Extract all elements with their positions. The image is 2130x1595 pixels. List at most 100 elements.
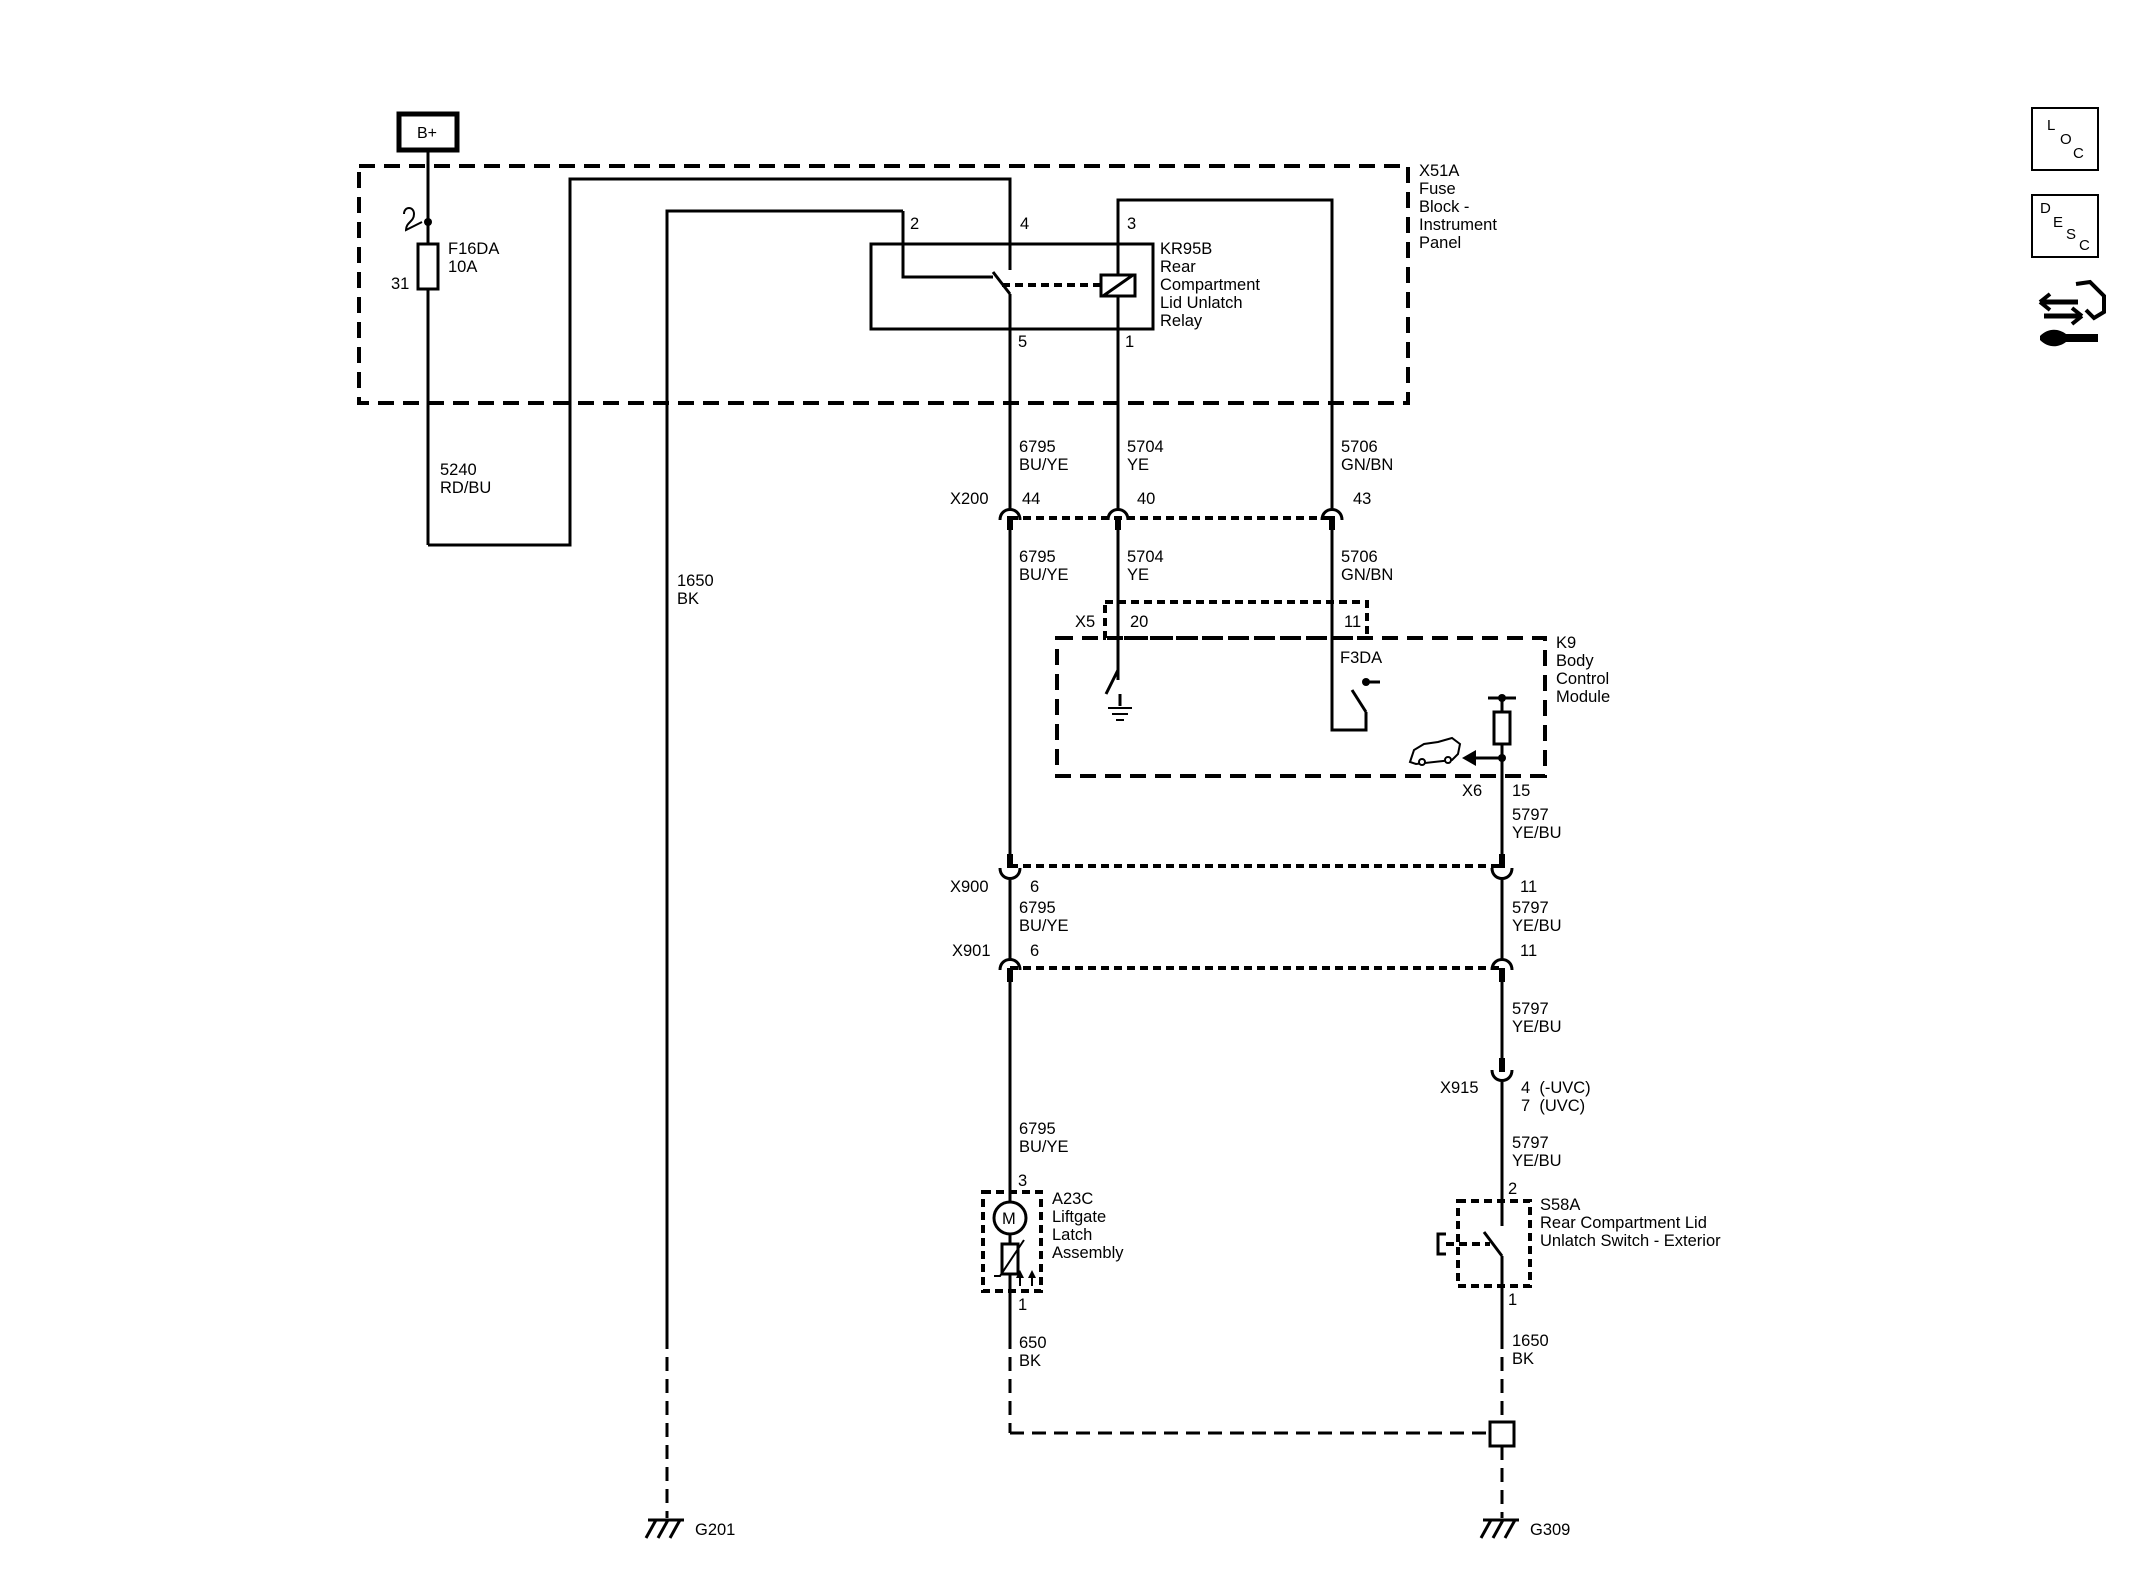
wire-5797-b-number: 5797 — [1512, 899, 1549, 917]
wire-6795-c-number: 6795 — [1019, 899, 1056, 917]
x200-pin-44: 44 — [1022, 490, 1040, 508]
wire-6795-d-number: 6795 — [1019, 1120, 1056, 1138]
relay-pin3-wire — [1116, 198, 1334, 510]
liftgate-vehicle-icon — [1408, 736, 1462, 766]
ground-icon — [1108, 707, 1132, 721]
wire-5704-color: YE — [1127, 456, 1149, 474]
wire-650-color: BK — [1019, 1352, 1041, 1370]
wire-650-number: 650 — [1019, 1334, 1047, 1352]
bcm-output-switch — [1330, 638, 1380, 732]
ground-splice — [1488, 1420, 1516, 1448]
wire-1650-b-number: 1650 — [1512, 1332, 1549, 1350]
relay-line-4: Lid Unlatch — [1160, 294, 1243, 312]
switch-pin-1: 1 — [1508, 1291, 1517, 1309]
fuse-block-line-4: Instrument — [1419, 216, 1497, 234]
relay-line-2: Rear — [1160, 258, 1196, 276]
loc-button[interactable]: L O C — [2031, 107, 2099, 171]
wire-5706-color: GN/BN — [1341, 456, 1393, 474]
x915-pin-uvc: 7 (UVC) — [1521, 1097, 1585, 1115]
wire-5797-d-color: YE/BU — [1512, 1152, 1562, 1170]
ground-g309-label: G309 — [1530, 1521, 1570, 1539]
wire-1650-b-color: BK — [1512, 1350, 1534, 1368]
switch-line-2: Rear Compartment Lid — [1540, 1214, 1707, 1232]
wire-5704-number: 5704 — [1127, 438, 1164, 456]
switch-id: S58A — [1540, 1196, 1580, 1214]
circuit-1650-g201 — [665, 209, 903, 1335]
bcm-line-4: Module — [1556, 688, 1610, 706]
bcm-k9-outline[interactable] — [1055, 636, 1547, 778]
fuse-block-outline — [357, 164, 1410, 405]
x200-pin-40: 40 — [1137, 490, 1155, 508]
latch-pin-3: 3 — [1018, 1172, 1027, 1190]
x6-name: X6 — [1462, 782, 1482, 800]
loc-letter-c: C — [2073, 145, 2084, 162]
fuse-block-line-5: Panel — [1419, 234, 1461, 252]
fuse-block-line-3: Block - — [1419, 198, 1469, 216]
switch-line-3: Unlatch Switch - Exterior — [1540, 1232, 1721, 1250]
loc-letter-l: L — [2047, 117, 2055, 134]
fuse-rating: 10A — [448, 258, 477, 276]
connector-x200[interactable] — [998, 508, 1344, 531]
relay-coil-icon — [1099, 273, 1137, 298]
relay-id: KR95B — [1160, 240, 1212, 258]
x6-pin-15: 15 — [1512, 782, 1530, 800]
bcm-line-3: Control — [1556, 670, 1609, 688]
latch-id: A23C — [1052, 1190, 1093, 1208]
bcm-id: K9 — [1556, 634, 1576, 652]
position-sensor-icon — [994, 1239, 1036, 1291]
x5-pin-11: 11 — [1344, 613, 1361, 631]
latch-line-3: Latch — [1052, 1226, 1092, 1244]
desc-letter-c: C — [2079, 237, 2090, 254]
wire-6795-b-number: 6795 — [1019, 548, 1056, 566]
desc-button[interactable]: D E S C — [2031, 194, 2099, 258]
relay-contact-arm — [991, 271, 1012, 295]
relay-line-3: Compartment — [1160, 276, 1260, 294]
fuse-block-label: X51A Fuse Block - Instrument Panel — [1419, 162, 1497, 252]
relay-label: KR95B Rear Compartment Lid Unlatch Relay — [1160, 240, 1260, 330]
bcm-line-2: Body — [1556, 652, 1594, 670]
switch-label: S58A Rear Compartment Lid Unlatch Switch… — [1540, 1196, 1721, 1250]
wire-5797-b-color: YE/BU — [1512, 917, 1562, 935]
wire-5240-number: 5240 — [440, 461, 477, 479]
wire-6795-color: BU/YE — [1019, 456, 1069, 474]
desc-letter-s: S — [2066, 226, 2076, 243]
relay-kr95b-box[interactable] — [869, 242, 1155, 331]
x900-pin-6: 6 — [1030, 878, 1039, 896]
wire-5706-b-number: 5706 — [1341, 548, 1378, 566]
ground-g201-icon — [644, 1518, 684, 1539]
wire-1650-color: BK — [677, 590, 699, 608]
connector-x915[interactable] — [1490, 1058, 1514, 1082]
ground-g201-label: G201 — [695, 1521, 735, 1539]
x200-pin-43: 43 — [1353, 490, 1371, 508]
wire-5797-c-color: YE/BU — [1512, 1018, 1562, 1036]
fuse-block-line-2: Fuse — [1419, 180, 1456, 198]
wire-5704-b-number: 5704 — [1127, 548, 1164, 566]
relay-pin-3: 3 — [1127, 215, 1136, 233]
fuse-name: F16DA — [448, 240, 499, 258]
x901-pin-6: 6 — [1030, 942, 1039, 960]
fuse-f16da[interactable] — [403, 152, 440, 545]
latch-a23c-outline[interactable] — [981, 1190, 1043, 1293]
wire-1650-number: 1650 — [677, 572, 714, 590]
connector-views-icon[interactable] — [2038, 279, 2106, 347]
x901-pin-11: 11 — [1520, 942, 1537, 960]
wire-5706-number: 5706 — [1341, 438, 1378, 456]
x900-name: X900 — [950, 878, 989, 896]
x900-pin-11: 11 — [1520, 878, 1537, 896]
wire-5706-b-color: GN/BN — [1341, 566, 1393, 584]
connector-x900[interactable] — [998, 854, 1514, 880]
latch-line-2: Liftgate — [1052, 1208, 1106, 1226]
x200-name: X200 — [950, 490, 989, 508]
wire-6795-b-color: BU/YE — [1019, 566, 1069, 584]
relay-pin-1: 1 — [1125, 333, 1134, 351]
bcm-label: K9 Body Control Module — [1556, 634, 1610, 706]
connector-x901[interactable] — [998, 958, 1514, 983]
loc-letter-o: O — [2060, 131, 2072, 148]
motor-icon: M — [992, 1192, 1028, 1244]
ground-g309-icon — [1479, 1518, 1519, 1539]
wire-5240-color: RD/BU — [440, 479, 491, 497]
wire-6795-d-color: BU/YE — [1019, 1138, 1069, 1156]
fuse-block-id: X51A — [1419, 162, 1459, 180]
wire-5797-a-color: YE/BU — [1512, 824, 1562, 842]
